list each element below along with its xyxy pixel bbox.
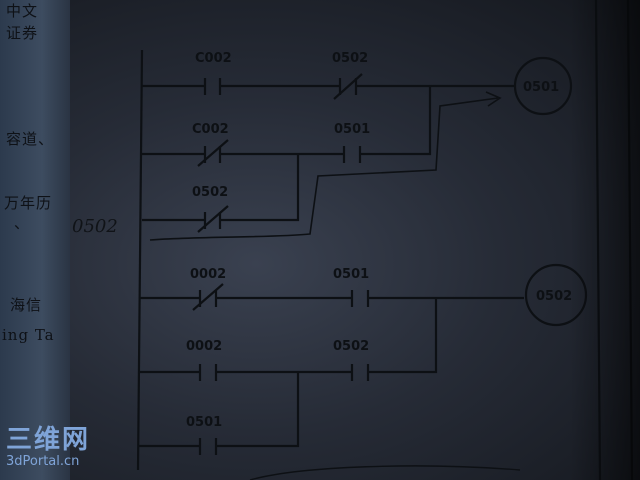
side-text-5: 、 — [14, 214, 31, 232]
watermark-brand: 三维网 — [6, 425, 91, 455]
label-g002: C002 — [192, 122, 229, 137]
label-0501c: 0501 — [186, 415, 222, 430]
label-0501b: 0501 — [333, 267, 369, 282]
rung1-branch3-wire — [142, 154, 300, 222]
side-text-1: 中文 — [6, 2, 39, 20]
bottom-curve — [249, 465, 521, 480]
contact-0502-nc-slash — [333, 73, 363, 100]
side-text-3: 容道、 — [6, 130, 55, 148]
left-power-rail — [136, 49, 144, 471]
rung2-branch3-wire — [138, 372, 300, 448]
side-text-7: ing Ta — [2, 326, 55, 344]
side-text-2: 证券 — [6, 24, 39, 42]
contact-0502b-nc-slash — [197, 205, 229, 233]
label-0502: 0502 — [332, 51, 368, 66]
label-c002: C002 — [195, 51, 232, 66]
label-0501: 0501 — [334, 122, 370, 137]
label-0002b: 0002 — [186, 339, 222, 354]
contact-g002-nc-slash — [197, 139, 229, 167]
rung1-branch2-wire — [142, 86, 432, 156]
side-text-6: 海信 — [10, 296, 43, 314]
coil-label-0501: 0501 — [523, 80, 559, 95]
right-shadow — [570, 0, 640, 480]
side-text-4: 万年历 — [4, 194, 53, 212]
coil-label-0502: 0502 — [536, 289, 572, 304]
handwritten-arrow-line — [149, 97, 499, 241]
watermark-url: 3dPortal.cn — [6, 454, 80, 469]
label-0502b: 0502 — [192, 185, 228, 200]
watermark: 三维网 3dPortal.cn — [6, 426, 90, 470]
label-0002: 0002 — [190, 267, 226, 282]
rung2-branch2-wire — [138, 298, 438, 374]
handwritten-note: 0502 — [72, 216, 118, 237]
page-fold-strip — [0, 0, 70, 480]
contact-0002-nc-slash — [192, 283, 224, 311]
handwritten-arrow-head — [485, 91, 502, 107]
label-0502c: 0502 — [333, 339, 369, 354]
